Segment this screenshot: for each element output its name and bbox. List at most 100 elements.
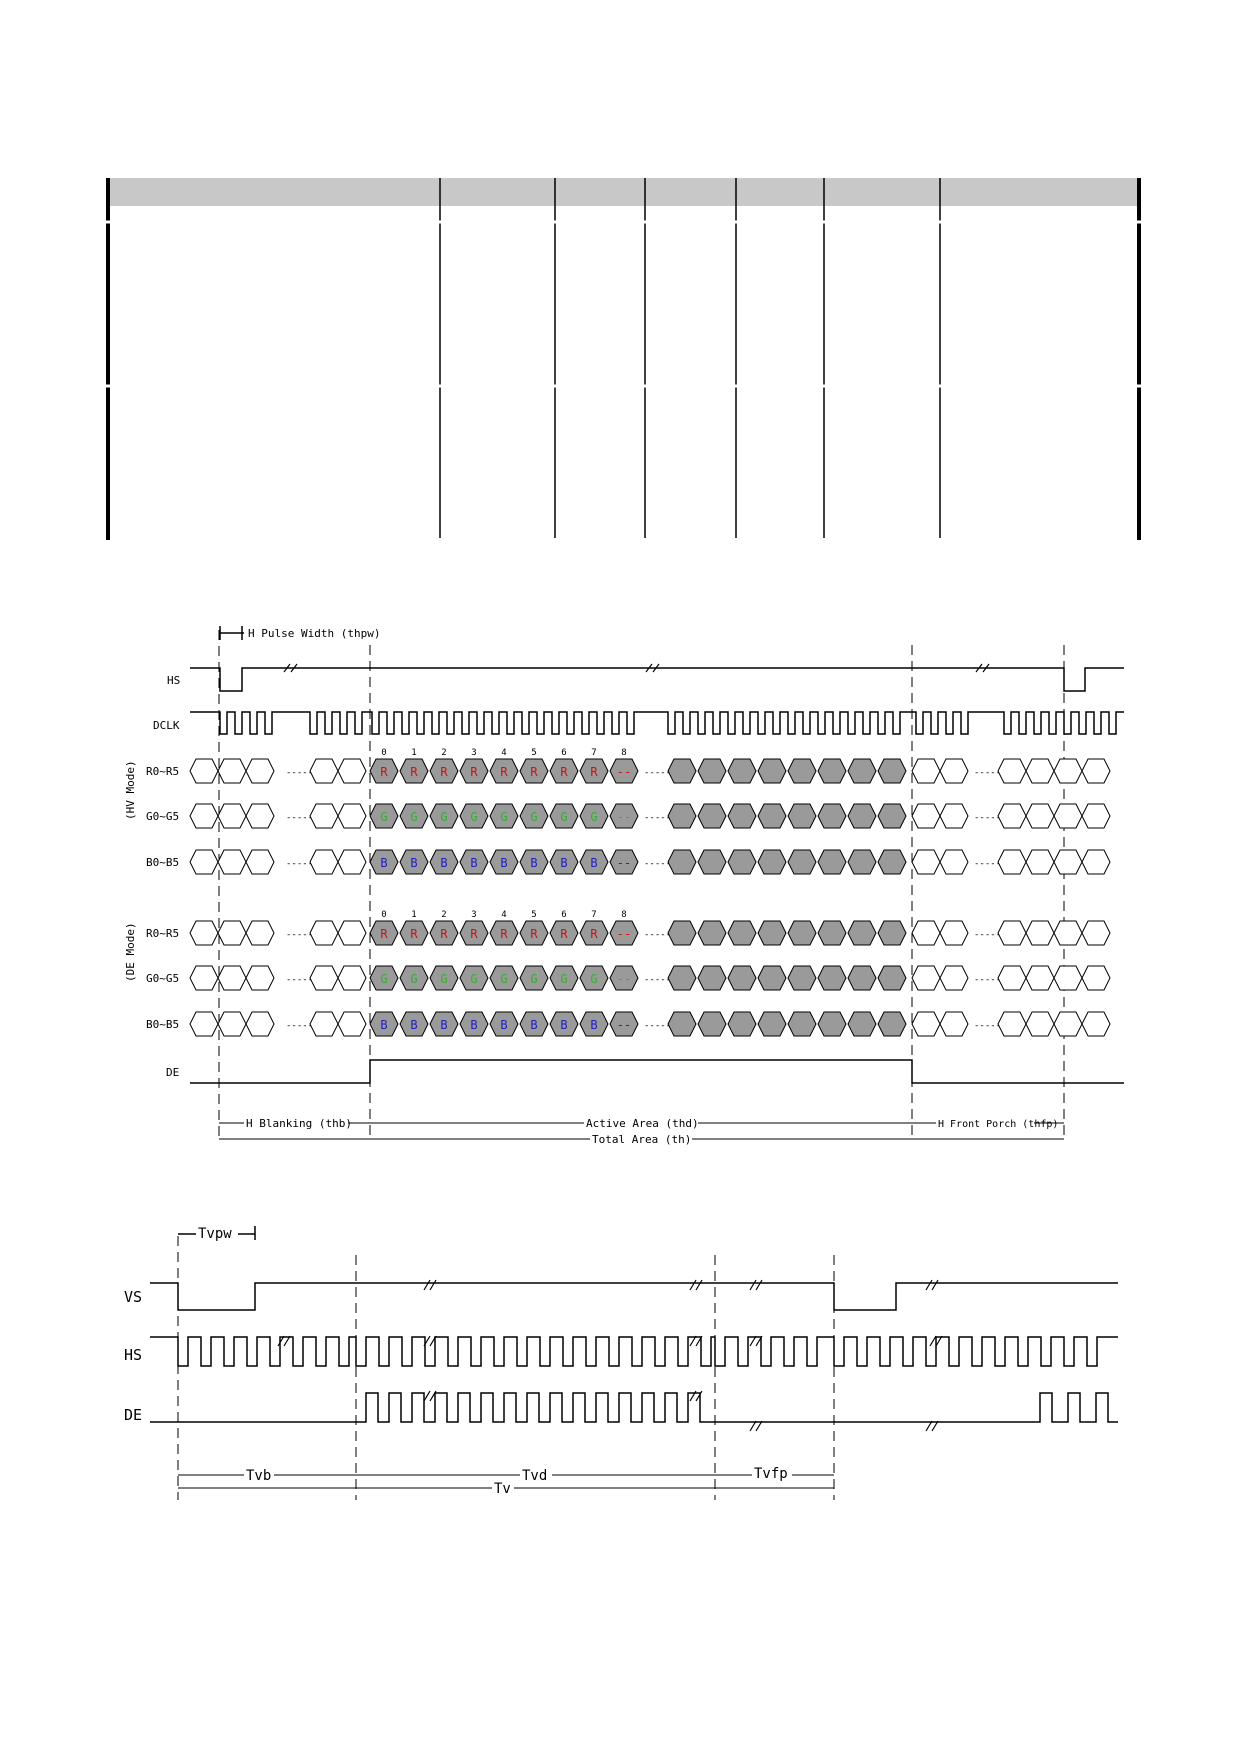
bus-blank-cell bbox=[1025, 758, 1055, 784]
pixel-index: 0 bbox=[381, 748, 386, 758]
pixel-letter: G bbox=[500, 972, 507, 986]
bus-active-cell bbox=[697, 920, 727, 946]
bus-active-cell bbox=[369, 965, 399, 991]
pixel-letter: B bbox=[410, 1018, 417, 1032]
pixel-letter: B bbox=[440, 1018, 447, 1032]
bus-active-cell bbox=[459, 920, 489, 946]
bus-active-cell bbox=[459, 758, 489, 784]
bus-active-cell bbox=[787, 803, 817, 829]
bus-active-cell bbox=[399, 758, 429, 784]
bus-active-cell bbox=[847, 849, 877, 875]
pixel-letter: B bbox=[590, 1018, 597, 1032]
bus-blank-cell bbox=[245, 920, 275, 946]
bus-blank-cell bbox=[911, 1011, 941, 1037]
pixel-letter: G bbox=[440, 972, 447, 986]
pixel-index: 4 bbox=[501, 748, 506, 758]
tv-label: Tv bbox=[494, 1481, 511, 1497]
horizontal-timing-diagram: H Pulse Width (thpw) HS DCLK -----R0R1R2… bbox=[124, 626, 1124, 1147]
bus-blank-cell bbox=[309, 803, 339, 829]
bus-active-cell bbox=[519, 965, 549, 991]
bus-blank-cell bbox=[189, 920, 219, 946]
bus-blank-cell bbox=[337, 965, 367, 991]
bus-active-cell bbox=[429, 803, 459, 829]
bus-active-cell bbox=[369, 849, 399, 875]
bus-blank-cell bbox=[1053, 758, 1083, 784]
bus-blank-cell bbox=[337, 920, 367, 946]
pixel-letter: B bbox=[530, 1018, 537, 1032]
bus-blank-cell bbox=[245, 1011, 275, 1037]
pixel-letter: G bbox=[530, 972, 537, 986]
ellipsis: ----- bbox=[286, 930, 313, 940]
ellipsis: ----- bbox=[644, 859, 671, 869]
ellipsis: ----- bbox=[286, 768, 313, 778]
pixel-letter: -- bbox=[617, 1018, 631, 1032]
bus-active-cell bbox=[489, 803, 519, 829]
bus-blank-cell bbox=[1081, 758, 1111, 784]
pixel-letter: B bbox=[380, 1018, 387, 1032]
bus-active-cell bbox=[489, 965, 519, 991]
pixel-letter: G bbox=[500, 810, 507, 824]
de-b-label: B0~B5 bbox=[146, 1018, 179, 1031]
bus-blank-cell bbox=[1053, 965, 1083, 991]
bus-blank-cell bbox=[911, 920, 941, 946]
pixel-letter: G bbox=[440, 810, 447, 824]
bus-active-cell bbox=[399, 803, 429, 829]
bus-active-cell bbox=[667, 920, 697, 946]
bus-active-cell bbox=[697, 965, 727, 991]
bus-blank-cell bbox=[245, 758, 275, 784]
pixel-letter: -- bbox=[617, 927, 631, 941]
pixel-index: 2 bbox=[441, 748, 446, 758]
bus-active-cell bbox=[757, 1011, 787, 1037]
bus-blank-cell bbox=[997, 965, 1027, 991]
pixel-letter: G bbox=[590, 810, 597, 824]
bus-active-cell bbox=[727, 849, 757, 875]
bus-active-cell bbox=[877, 920, 907, 946]
bus-active-cell bbox=[847, 920, 877, 946]
hs-break-marks bbox=[283, 663, 990, 673]
hv-g-label: G0~G5 bbox=[146, 810, 179, 823]
pixel-letter: R bbox=[530, 927, 538, 941]
bus-active-cell bbox=[549, 803, 579, 829]
bus-blank-cell bbox=[1053, 1011, 1083, 1037]
ellipsis: ----- bbox=[286, 975, 313, 985]
bus-active-cell bbox=[817, 920, 847, 946]
bus-blank-cell bbox=[337, 803, 367, 829]
pixel-letter: G bbox=[530, 810, 537, 824]
bus-active-cell bbox=[369, 1011, 399, 1037]
pixel-letter: G bbox=[410, 972, 417, 986]
pixel-letter: -- bbox=[617, 856, 631, 870]
pixel-letter: R bbox=[560, 765, 568, 779]
bus-active-cell bbox=[429, 849, 459, 875]
front-porch-label: H Front Porch (thfp) bbox=[938, 1119, 1058, 1130]
bus-active-cell bbox=[697, 758, 727, 784]
pixel-letter: G bbox=[560, 972, 567, 986]
bus-active-cell bbox=[757, 758, 787, 784]
pixel-letter: R bbox=[440, 765, 448, 779]
bus-active-cell bbox=[519, 1011, 549, 1037]
vs-waveform bbox=[150, 1282, 1118, 1311]
bus-blank-cell bbox=[1081, 965, 1111, 991]
bus-blank-cell bbox=[997, 758, 1027, 784]
pixel-letter: G bbox=[560, 810, 567, 824]
bus-blank-cell bbox=[1025, 849, 1055, 875]
pixel-letter: B bbox=[380, 856, 387, 870]
bus-active-cell bbox=[877, 965, 907, 991]
bus-active-cell bbox=[579, 758, 609, 784]
de-waveform bbox=[190, 1059, 1124, 1084]
bus-blank-cell bbox=[309, 758, 339, 784]
bus-active-cell bbox=[579, 1011, 609, 1037]
pixel-letter: B bbox=[410, 856, 417, 870]
vs-de-label: DE bbox=[124, 1406, 142, 1424]
ellipsis: ----- bbox=[644, 813, 671, 823]
pixel-letter: B bbox=[500, 856, 507, 870]
pixel-letter: R bbox=[410, 927, 418, 941]
bus-active-cell bbox=[369, 803, 399, 829]
bus-blank-cell bbox=[911, 849, 941, 875]
bus-blank-cell bbox=[189, 758, 219, 784]
bus-active-cell bbox=[489, 849, 519, 875]
hv-r-label: R0~R5 bbox=[146, 765, 179, 778]
bus-active-cell bbox=[579, 920, 609, 946]
bus-active-cell bbox=[519, 849, 549, 875]
ellipsis: ----- bbox=[974, 813, 1001, 823]
bus-active-cell bbox=[847, 758, 877, 784]
